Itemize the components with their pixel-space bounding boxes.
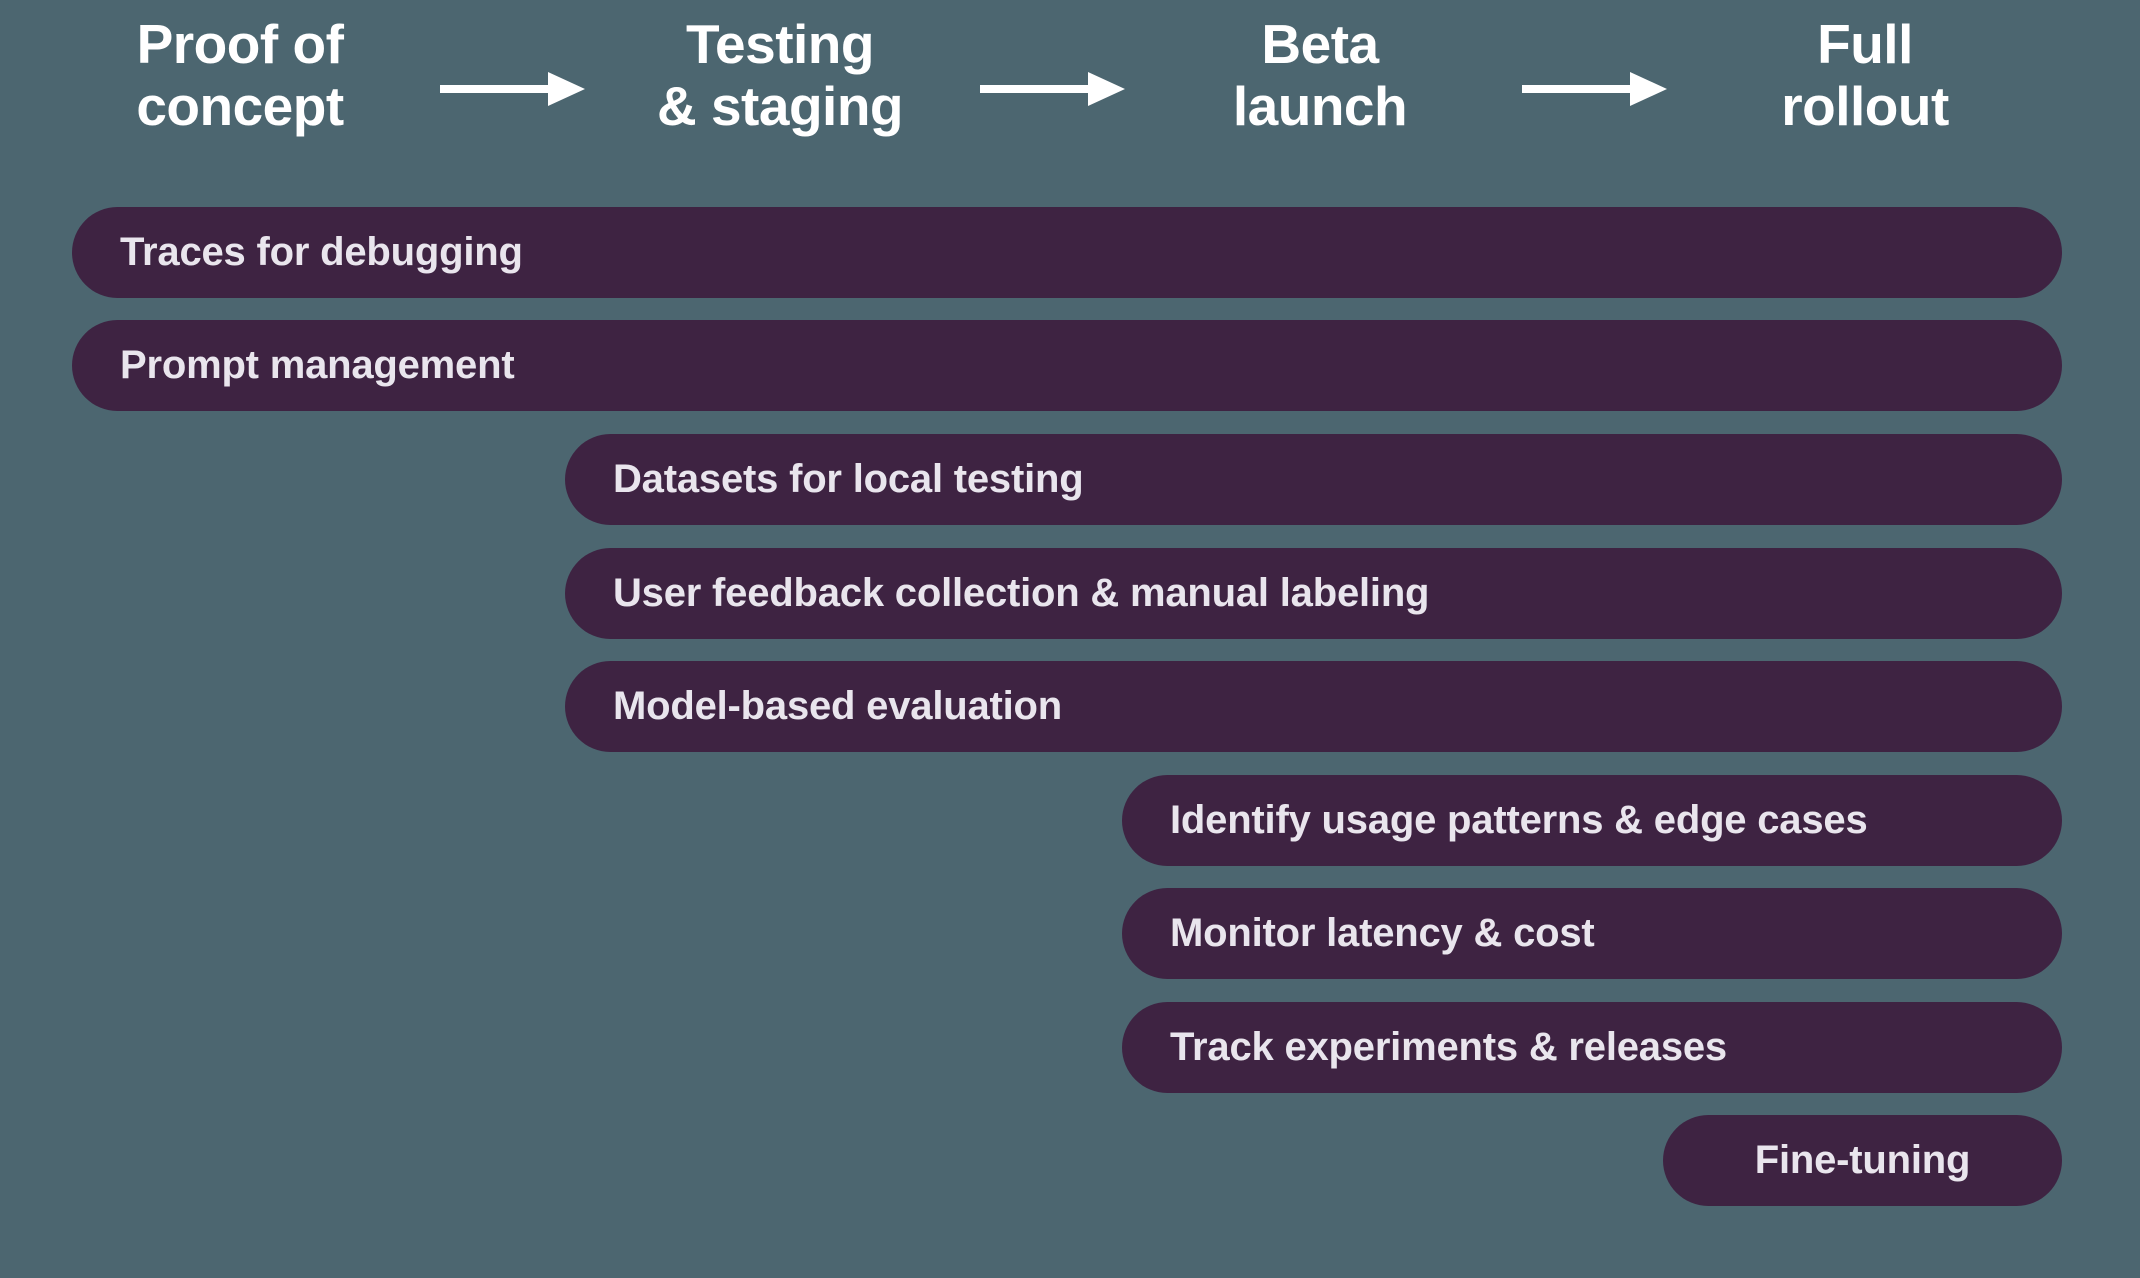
- capability-bar-label: Model-based evaluation: [613, 684, 1063, 728]
- phase-label-full-rollout: Full rollout: [1781, 13, 1949, 137]
- capability-bar-traces-for-debugging[interactable]: Traces for debugging: [72, 207, 2062, 298]
- capability-bar-user-feedback-collection[interactable]: User feedback collection & manual labeli…: [565, 548, 2062, 639]
- capability-bar-fine-tuning[interactable]: Fine-tuning: [1663, 1115, 2062, 1206]
- capability-bar-track-experiments-and-releases[interactable]: Track experiments & releases: [1122, 1002, 2062, 1093]
- phase-label-testing-and-staging: Testing & staging: [656, 13, 904, 137]
- capability-bar-label: Track experiments & releases: [1170, 1025, 1727, 1069]
- capability-bar-label: Identify usage patterns & edge cases: [1170, 798, 1868, 842]
- arrow-right-icon-2: [980, 72, 1125, 106]
- phase-label-beta-launch: Beta launch: [1232, 13, 1408, 137]
- capability-bar-label: User feedback collection & manual labeli…: [613, 571, 1430, 615]
- capability-bar-model-based-evaluation[interactable]: Model-based evaluation: [565, 661, 2062, 752]
- capability-bar-label: Monitor latency & cost: [1170, 911, 1595, 955]
- capability-bar-identify-usage-patterns[interactable]: Identify usage patterns & edge cases: [1122, 775, 2062, 866]
- capability-bar-label: Traces for debugging: [120, 230, 523, 274]
- capability-bar-label: Datasets for local testing: [613, 457, 1084, 501]
- capability-bar-monitor-latency-and-cost[interactable]: Monitor latency & cost: [1122, 888, 2062, 979]
- phase-label-proof-of-concept: Proof of concept: [136, 13, 344, 137]
- capability-bar-label: Fine-tuning: [1754, 1138, 1971, 1182]
- capability-bar-label: Prompt management: [120, 343, 515, 387]
- arrow-right-icon-1: [440, 72, 585, 106]
- capability-bar-prompt-management[interactable]: Prompt management: [72, 320, 2062, 411]
- arrow-right-icon-3: [1522, 72, 1667, 106]
- capability-bar-datasets-for-local-testing[interactable]: Datasets for local testing: [565, 434, 2062, 525]
